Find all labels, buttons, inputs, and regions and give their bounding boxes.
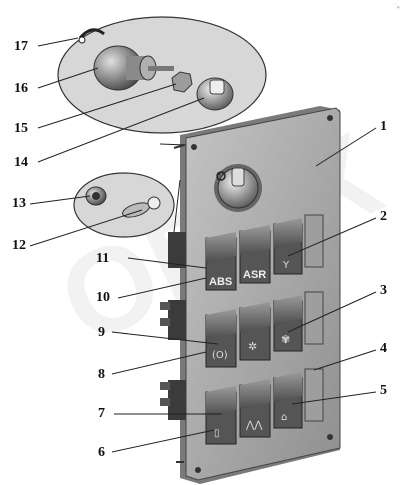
blank-slot-3 — [304, 368, 324, 422]
corner-mark: ´» — [393, 4, 400, 11]
callout-2: 2 — [380, 209, 387, 224]
svg-text:✲: ✲ — [248, 340, 257, 353]
svg-text:Y: Y — [282, 260, 290, 271]
switch-row2-2: ✲ — [239, 302, 271, 361]
callout-1: 1 — [380, 119, 387, 134]
detail-ellipse-knob — [57, 16, 267, 134]
svg-text:▯: ▯ — [214, 428, 220, 439]
switch-grid: Y (O) ✲ ✾ ▯ ⋀⋀ — [205, 214, 324, 445]
switch-row3-3: ⌂ — [273, 372, 303, 429]
callout-16: 16 — [14, 81, 28, 96]
switch-row3-1: ▯ — [205, 386, 237, 445]
switch-row2-3: ✾ — [273, 295, 303, 352]
callout-6: 6 — [98, 445, 105, 460]
switch-abs — [205, 232, 237, 291]
callout-3: 3 — [380, 283, 387, 298]
blank-slot-2 — [304, 291, 324, 345]
blank-slot-1 — [304, 214, 324, 268]
callout-10: 10 — [96, 290, 110, 305]
switch-asr — [239, 225, 271, 284]
callout-15: 15 — [14, 121, 28, 136]
callout-14: 14 — [14, 155, 28, 170]
switch-row2-1: (O) — [205, 309, 237, 368]
callout-9: 9 — [98, 325, 105, 340]
callout-7: 7 — [98, 406, 105, 421]
svg-text:⋀⋀: ⋀⋀ — [245, 420, 263, 431]
callout-5: 5 — [380, 383, 387, 398]
asr-switch-label: ASR — [243, 269, 266, 281]
svg-text:⌂: ⌂ — [281, 412, 287, 423]
callout-4: 4 — [380, 341, 387, 356]
callout-11: 11 — [96, 251, 110, 266]
rotary-knob — [214, 164, 262, 212]
svg-text:(O): (O) — [212, 350, 228, 361]
callout-8: 8 — [98, 367, 105, 382]
svg-text:✾: ✾ — [281, 333, 290, 346]
switch-row1-3: Y — [273, 218, 303, 275]
callout-17: 17 — [14, 39, 28, 54]
switch-row3-2: ⋀⋀ — [239, 379, 271, 438]
leader-lines — [29, 37, 377, 453]
callout-12: 12 — [12, 238, 26, 253]
abs-switch-label: ABS — [209, 276, 232, 288]
callout-13: 13 — [12, 196, 26, 211]
